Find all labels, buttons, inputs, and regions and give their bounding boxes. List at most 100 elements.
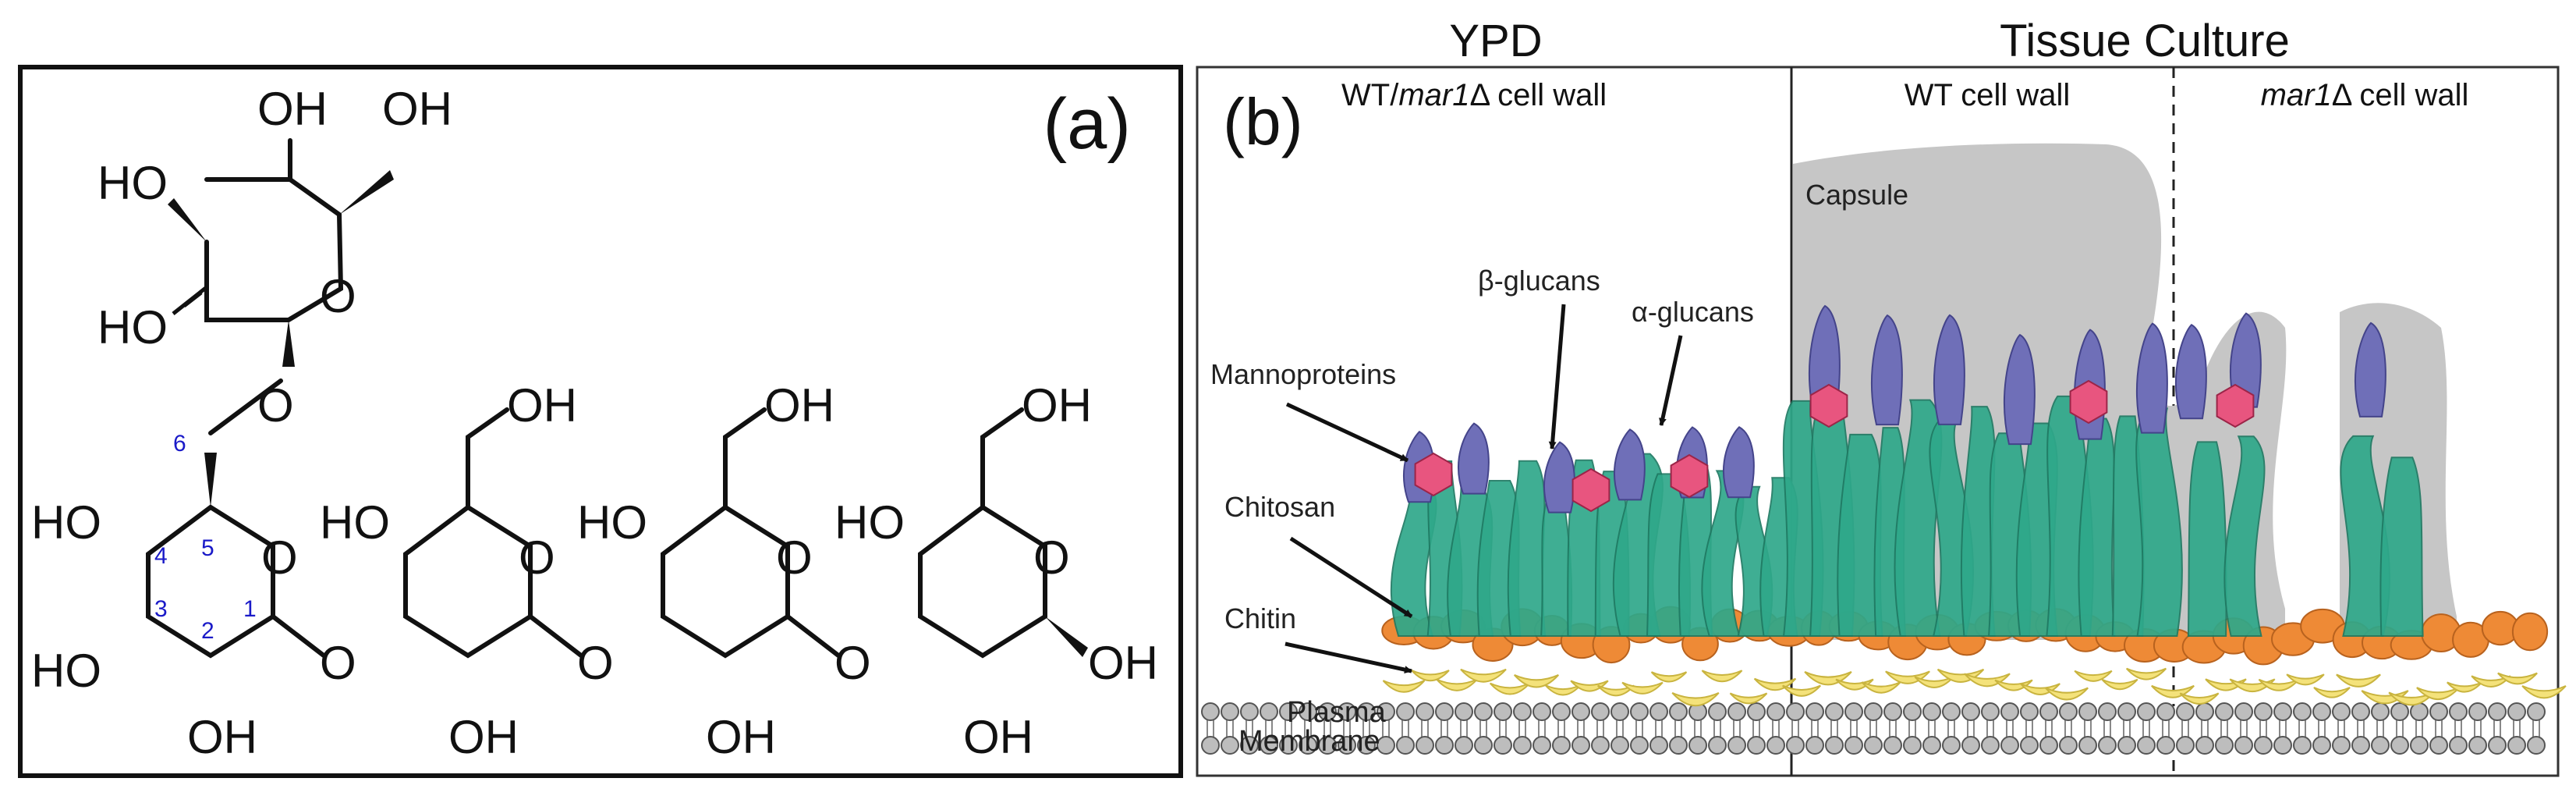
header-ypd: YPD	[1449, 16, 1542, 66]
lipid-head	[1727, 702, 1746, 721]
mannoprotein-head	[1670, 453, 1709, 499]
chitin-fiber	[2179, 692, 2220, 705]
lipid-head	[1747, 702, 1766, 721]
lipid-head	[2098, 736, 2117, 755]
lipid-head	[2468, 736, 2487, 755]
lipid-head	[1610, 702, 1629, 721]
lipid-head	[2527, 702, 2546, 721]
top-ring-ch2oh: OH	[382, 83, 452, 135]
mannoprotein-tendril	[1933, 314, 1965, 425]
chitin-fiber	[1650, 671, 1688, 683]
mannoprotein-tendril	[2136, 322, 2168, 434]
label-membrane: Membrane	[1238, 725, 1380, 758]
lipid-head	[2195, 702, 2214, 721]
lipid-head	[1864, 702, 1883, 721]
label-chitin: Chitin	[1224, 602, 1296, 634]
beta-glucan-strand	[2379, 457, 2424, 637]
lipid-head	[1240, 702, 1259, 721]
label-plasma: Plasma	[1287, 696, 1387, 729]
chitin-fiber	[2286, 673, 2325, 686]
mannoprotein-tendril	[1458, 422, 1490, 495]
column-label-mar1: mar1Δ cell wall	[2261, 78, 2469, 112]
mannoprotein-tendril	[1871, 314, 1903, 426]
mannoprotein-tendril	[2175, 323, 2207, 420]
lipid-head	[1299, 736, 1317, 755]
ring2-ho: HO	[320, 496, 390, 549]
chitin-fiber	[1489, 682, 1531, 695]
chitin-fiber	[1671, 691, 1720, 707]
lipid-head	[1377, 702, 1395, 721]
mannoprotein-tendril	[1723, 426, 1755, 499]
carbon-number-4: 4	[154, 543, 168, 569]
lipid-head	[2254, 702, 2273, 721]
lipid-head	[2234, 702, 2253, 721]
lipid-head	[2000, 736, 2019, 755]
mannoprotein-head	[1414, 452, 1453, 497]
mannoprotein-tendril	[1543, 441, 1575, 513]
chitin-fiber	[2258, 678, 2300, 691]
panel-b-cell-wall-diagram: YPD Tissue Culture (b) WT/mar1Δ cell wal…	[1196, 16, 2567, 777]
chitin-fiber	[2229, 678, 2276, 692]
lipid-head	[1630, 702, 1649, 721]
chitin-fiber	[1782, 684, 1821, 697]
lipid-head	[1571, 702, 1590, 721]
panel-b-frame	[1196, 66, 2560, 777]
lipid-head	[1494, 736, 1512, 755]
lipid-head	[2371, 702, 2390, 721]
lipid-head	[2039, 736, 2058, 755]
lipid-head	[1532, 736, 1551, 755]
column-label-wt-mar1: WT/mar1Δ cell wall	[1341, 78, 1607, 112]
lipid-head	[2390, 736, 2409, 755]
lipid-head	[2293, 702, 2312, 721]
lipid-head	[1786, 702, 1805, 721]
lipid-head	[1942, 736, 1961, 755]
lipid-head	[1805, 736, 1824, 755]
lipid-head	[1708, 702, 1727, 721]
glucose-ring-3: OH HO OH O	[577, 379, 834, 763]
ring1-oh: OH	[187, 711, 257, 763]
lipid-head	[1396, 736, 1415, 755]
lipid-head	[1416, 736, 1434, 755]
mannoprotein-tendril	[2004, 333, 2036, 446]
ring4-o: O	[1033, 531, 1070, 584]
lipid-head	[2195, 736, 2214, 755]
lipid-head	[2332, 702, 2351, 721]
lipid-head	[1922, 702, 1941, 721]
arrow-beta-glucans	[1548, 304, 1566, 449]
ring2-oh: OH	[448, 711, 519, 763]
label-mannoproteins: Mannoproteins	[1210, 358, 1396, 390]
lipid-head	[1435, 702, 1454, 721]
ring1-o: O	[261, 531, 298, 584]
mannoprotein-tendril	[2230, 312, 2262, 408]
beta-glucan-strand	[2078, 417, 2116, 637]
lipid-head	[2293, 736, 2312, 755]
lipid-head	[1338, 736, 1356, 755]
lipid-head	[2273, 736, 2292, 755]
glucose-ring-2: OH HO OH O	[320, 379, 577, 763]
mannoprotein-head	[2216, 383, 2255, 428]
top-ring-ho-left: HO	[97, 157, 168, 209]
mannoprotein-layer	[1403, 304, 2386, 513]
lipid-head	[2156, 702, 2175, 721]
ring4-ch2oh: OH	[1022, 379, 1092, 432]
lipid-head	[1279, 702, 1298, 721]
lipid-head	[1669, 736, 1688, 755]
lipid-head	[2449, 702, 2468, 721]
chitin-fiber	[2471, 675, 2511, 688]
lipid-head	[1708, 736, 1727, 755]
lipid-head	[2488, 702, 2507, 721]
lipid-head	[1396, 702, 1415, 721]
chitin-fiber	[2074, 670, 2113, 682]
lipid-head	[1981, 736, 2000, 755]
lipid-head	[2410, 702, 2429, 721]
chitin-fiber	[2521, 685, 2567, 699]
arrow-alpha-glucans	[1659, 335, 1683, 426]
glycosidic-o-2: O	[577, 637, 614, 689]
lipid-head	[2176, 736, 2195, 755]
lipid-head	[1552, 736, 1571, 755]
mannoprotein-tendril	[2355, 322, 2386, 417]
chitin-fiber	[2313, 687, 2351, 698]
lipid-head	[1630, 736, 1649, 755]
lipid-head	[1201, 736, 1220, 755]
label-capsule: Capsule	[1805, 179, 1908, 211]
